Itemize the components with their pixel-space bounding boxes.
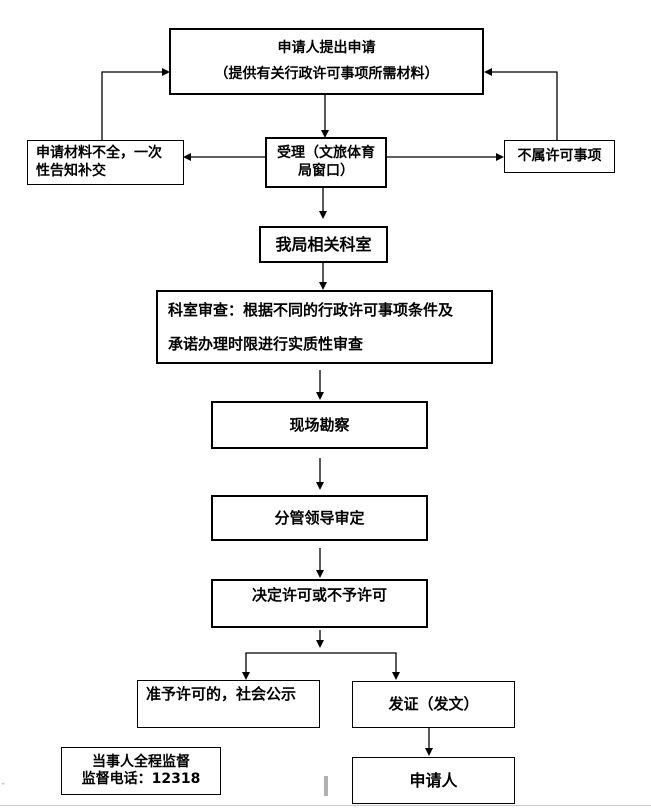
corner-mark: ˇ: [1, 783, 6, 793]
accept-box: 受理（文旅体育 局窗口）: [265, 137, 387, 188]
arrow-split-to-approve: [245, 652, 320, 672]
accept-line1: 受理（文旅体育: [277, 145, 375, 161]
arrow-split-to-issue: [320, 652, 397, 672]
apply-box: 申请人提出申请 （提供有关行政许可事项所需材料）: [169, 28, 484, 95]
review-box: 科室审查：根据不同的行政许可事项条件及 承诺办理时限进行实质性审查: [156, 290, 493, 364]
review-line1: 科室审查：根据不同的行政许可事项条件及: [168, 301, 454, 319]
supervision-line2: 监督电话：12318: [81, 771, 201, 787]
bottom-rule: [0, 805, 651, 806]
decision-label: 决定许可或不予许可: [251, 586, 387, 604]
leader-box: 分管领导审定: [211, 495, 428, 541]
department-box: 我局相关科室: [259, 226, 388, 263]
not-applicable-label: 不属许可事项: [517, 147, 602, 164]
not-applicable-box: 不属许可事项: [504, 140, 615, 173]
arrow-incomplete-to-apply: [101, 71, 162, 140]
supervision-box: 当事人全程监督 监督电话：12318: [61, 747, 221, 795]
approve-box: 准予许可的，社会公示: [137, 680, 320, 728]
approve-label: 准予许可的，社会公示: [146, 685, 297, 703]
apply-title: 申请人提出申请: [277, 40, 376, 56]
arrow-not-applicable-to-apply: [492, 71, 558, 140]
page-tick: [324, 776, 328, 796]
review-line2: 承诺办理时限进行实质性审查: [168, 334, 364, 353]
supervision-line1: 当事人全程监督: [92, 753, 190, 770]
department-label: 我局相关科室: [275, 234, 372, 254]
decision-box: 决定许可或不予许可: [211, 579, 428, 628]
issue-label: 发证（发文）: [388, 695, 479, 714]
incomplete-line1: 申请材料不全，一次: [36, 145, 162, 161]
incomplete-box: 申请材料不全，一次 性告知补交: [27, 140, 184, 185]
applicant-label: 申请人: [409, 770, 458, 790]
accept-line2: 局窗口）: [298, 162, 354, 179]
apply-subtitle: （提供有关行政许可事项所需材料）: [214, 65, 439, 82]
leader-label: 分管领导审定: [274, 508, 365, 527]
site-box: 现场勘察: [211, 401, 428, 449]
issue-box: 发证（发文）: [352, 681, 515, 728]
site-label: 现场勘察: [289, 415, 350, 434]
incomplete-line2: 性告知补交: [36, 162, 106, 179]
applicant-box: 申请人: [352, 757, 515, 804]
